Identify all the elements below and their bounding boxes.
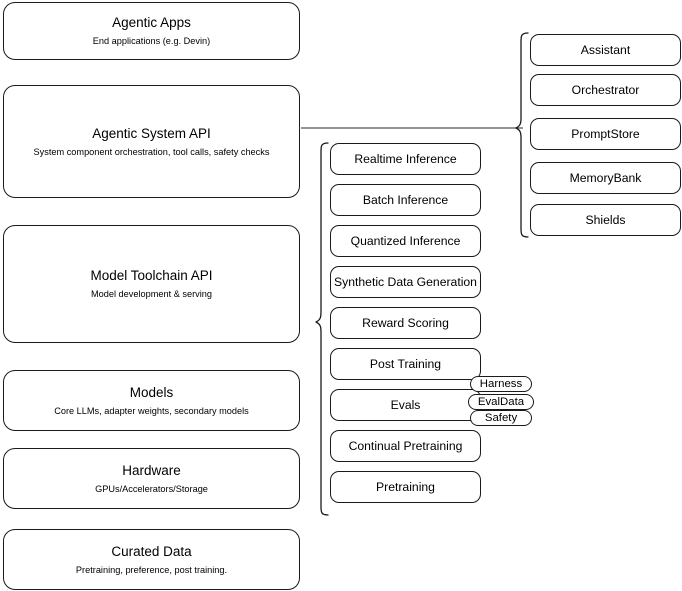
system-component-label: Assistant: [580, 43, 631, 57]
system-component-label: MemoryBank: [569, 171, 642, 185]
layer-subtitle: End applications (e.g. Devin): [92, 36, 211, 46]
layer-title: Hardware: [122, 462, 181, 478]
system-component-promptstore[interactable]: PromptStore: [530, 118, 681, 150]
eval-badge-harness[interactable]: Harness: [470, 376, 532, 392]
capability-quantized-inference[interactable]: Quantized Inference: [330, 225, 481, 257]
capability-label: Reward Scoring: [362, 316, 449, 330]
layer-subtitle: Pretraining, preference, post training.: [75, 564, 228, 575]
system-component-shields[interactable]: Shields: [530, 204, 681, 236]
system-component-orchestrator[interactable]: Orchestrator: [530, 74, 681, 106]
brace-system-components: [515, 32, 529, 238]
layer-subtitle: System component orchestration, tool cal…: [33, 146, 270, 157]
layer-model-toolchain-api[interactable]: Model Toolchain API Model development & …: [3, 225, 300, 343]
eval-badge-label: Harness: [479, 377, 523, 390]
capability-pretraining[interactable]: Pretraining: [330, 471, 481, 503]
capability-label: Quantized Inference: [350, 234, 461, 248]
capability-label: Batch Inference: [362, 193, 449, 207]
layer-curated-data[interactable]: Curated Data Pretraining, preference, po…: [3, 529, 300, 590]
layer-title: Model Toolchain API: [90, 268, 213, 283]
system-component-assistant[interactable]: Assistant: [530, 34, 681, 66]
capability-label: Post Training: [369, 357, 442, 371]
system-component-label: Orchestrator: [571, 83, 640, 97]
capability-label: Pretraining: [376, 480, 435, 494]
layer-title: Models: [129, 384, 174, 400]
eval-badge-label: EvalData: [477, 395, 525, 408]
capability-label: Evals: [390, 398, 421, 412]
capability-label: Realtime Inference: [354, 152, 457, 166]
eval-badge-safety[interactable]: Safety: [470, 410, 532, 426]
brace-toolchain-capabilities: [315, 142, 329, 516]
layer-subtitle: Model development & serving: [90, 289, 213, 299]
capability-continual-pretraining[interactable]: Continual Pretraining: [330, 430, 481, 462]
layer-title: Curated Data: [111, 543, 192, 559]
capability-evals[interactable]: Evals: [330, 389, 481, 421]
eval-badge-evaldata[interactable]: EvalData: [468, 394, 534, 410]
system-component-label: PromptStore: [571, 127, 640, 141]
capability-batch-inference[interactable]: Batch Inference: [330, 184, 481, 216]
layer-hardware[interactable]: Hardware GPUs/Accelerators/Storage: [3, 448, 300, 509]
capability-label: Synthetic Data Generation: [334, 275, 477, 289]
layer-agentic-apps[interactable]: Agentic Apps End applications (e.g. Devi…: [3, 2, 300, 60]
layer-subtitle: GPUs/Accelerators/Storage: [95, 483, 208, 494]
layer-title: Agentic Apps: [112, 15, 191, 30]
capability-label: Continual Pretraining: [348, 439, 463, 453]
layer-models[interactable]: Models Core LLMs, adapter weights, secon…: [3, 370, 300, 431]
capability-synthetic-data-generation[interactable]: Synthetic Data Generation: [330, 266, 481, 298]
eval-badge-label: Safety: [484, 411, 518, 424]
system-component-memorybank[interactable]: MemoryBank: [530, 162, 681, 194]
system-component-label: Shields: [585, 213, 626, 227]
layer-agentic-system-api[interactable]: Agentic System API System component orch…: [3, 85, 300, 198]
capability-post-training[interactable]: Post Training: [330, 348, 481, 380]
capability-realtime-inference[interactable]: Realtime Inference: [330, 143, 481, 175]
capability-reward-scoring[interactable]: Reward Scoring: [330, 307, 481, 339]
layer-title: Agentic System API: [92, 125, 211, 141]
layer-subtitle: Core LLMs, adapter weights, secondary mo…: [54, 405, 249, 416]
